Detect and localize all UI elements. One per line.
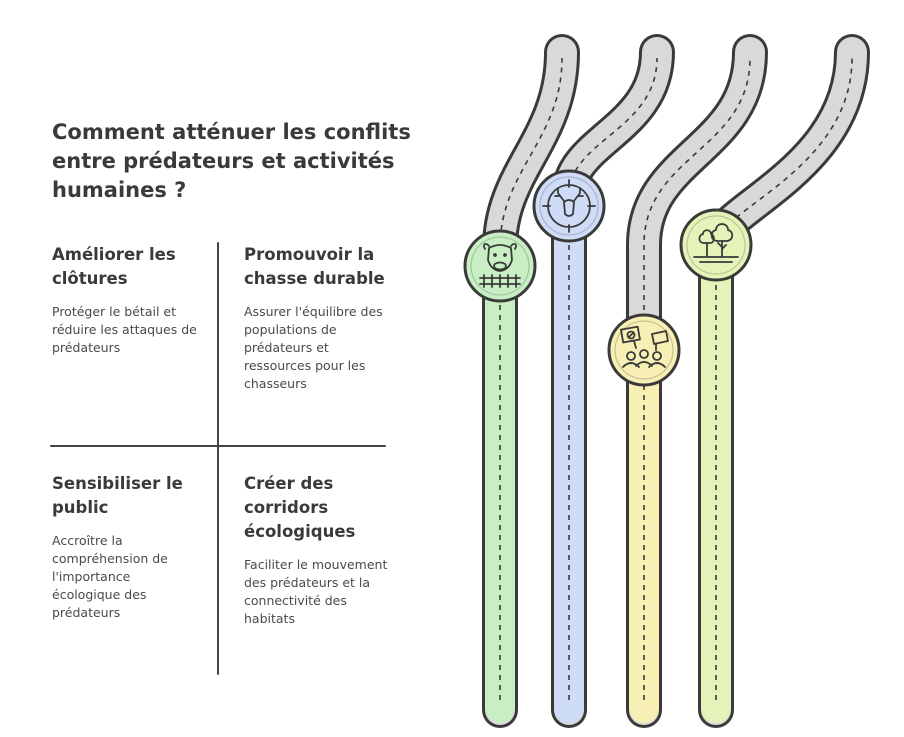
road-corridors-ecologiques — [698, 34, 870, 728]
road-sensibiliser-public — [626, 34, 768, 728]
page-title: Comment atténuer les conflits entre préd… — [52, 120, 411, 202]
item-ameliorer-clotures: Améliorer les clôtures Protéger le bétai… — [52, 243, 202, 357]
item-heading: Sensibiliser le public — [52, 474, 183, 517]
deer-target-icon — [532, 169, 606, 243]
item-description: Assurer l'équilibre des populations de p… — [244, 304, 383, 391]
item-heading: Améliorer les clôtures — [52, 245, 176, 288]
item-chasse-durable: Promouvoir la chasse durable Assurer l'é… — [244, 243, 394, 393]
grid-divider-horizontal — [50, 445, 386, 447]
item-heading: Promouvoir la chasse durable — [244, 245, 385, 288]
cow-fence-icon — [463, 229, 537, 303]
item-description: Faciliter le mouvement des prédateurs et… — [244, 557, 388, 626]
item-description: Protéger le bétail et réduire les attaqu… — [52, 304, 197, 355]
item-sensibiliser-public: Sensibiliser le public Accroître la comp… — [52, 472, 202, 622]
item-corridors-ecologiques: Créer des corridors écologiques Facilite… — [244, 472, 394, 628]
item-description: Accroître la compréhension de l'importan… — [52, 533, 168, 620]
grid-divider-vertical — [217, 242, 219, 675]
trees-icon — [679, 208, 753, 282]
item-heading: Créer des corridors écologiques — [244, 474, 356, 541]
people-protest-icon — [607, 313, 681, 387]
